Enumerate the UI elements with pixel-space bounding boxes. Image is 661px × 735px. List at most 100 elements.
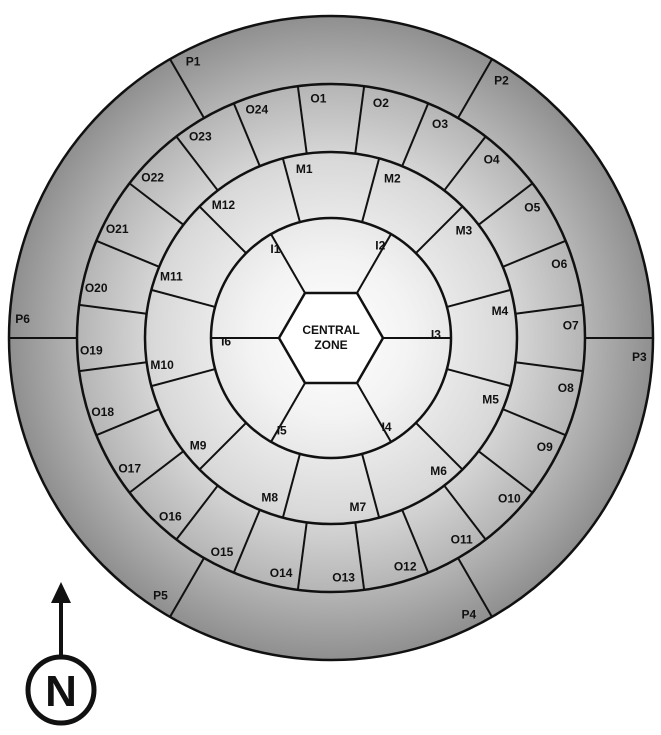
outer-zone-label: O12 <box>394 559 417 573</box>
outer-divider <box>443 135 487 192</box>
outer-zone-label: O1 <box>310 91 326 105</box>
middle-zone-label: M10 <box>150 358 174 372</box>
outer-divider <box>79 361 147 373</box>
inner-divider <box>356 233 392 294</box>
outer-divider <box>502 408 567 437</box>
inner-zone-label: I5 <box>277 424 287 438</box>
compass-letter: N <box>45 667 77 716</box>
outer-zone-label: O23 <box>189 130 212 144</box>
middle-divider <box>198 422 247 471</box>
outer-divider <box>401 509 430 574</box>
outer-zone-label: O8 <box>558 381 574 395</box>
perimeter-zone-label: P6 <box>15 312 30 326</box>
outer-zone-label: O7 <box>563 318 579 332</box>
middle-divider <box>281 158 301 223</box>
middle-divider <box>151 288 216 308</box>
outer-divider <box>443 484 487 541</box>
outer-zone-label: O22 <box>141 170 164 184</box>
inner-divider <box>270 233 306 294</box>
outer-divider <box>232 509 261 574</box>
central-zone-label-line2: ZONE <box>314 338 347 352</box>
middle-divider <box>281 453 301 518</box>
compass-circle <box>25 654 97 726</box>
outer-zone-label: O18 <box>91 405 114 419</box>
outer-divider <box>232 102 261 167</box>
inner-zone-label: I1 <box>270 242 280 256</box>
perimeter-zone-label: P4 <box>462 608 477 622</box>
outer-zone-label: O16 <box>159 509 182 523</box>
middle-zone-label: M11 <box>160 270 183 284</box>
outer-divider <box>175 135 219 192</box>
middle-zone-label: M8 <box>261 491 278 505</box>
outer-divider <box>477 182 534 226</box>
outer-zone-label: O11 <box>451 532 473 546</box>
inner-zone-label: I4 <box>382 420 392 434</box>
north-compass: N <box>25 582 97 726</box>
outer-zone-label: O10 <box>498 492 521 506</box>
outer-divider <box>95 408 160 437</box>
middle-zone-label: M2 <box>384 171 401 185</box>
middle-divider <box>446 368 511 388</box>
perimeter-divider <box>169 557 205 618</box>
outer-divider <box>354 522 366 590</box>
outer-zone-label: O13 <box>332 571 355 585</box>
inner-divider <box>270 382 306 443</box>
outer-zone-label: O6 <box>551 257 567 271</box>
outer-divider <box>401 102 430 167</box>
outer-zone-label: O20 <box>85 281 108 295</box>
north-arrow-head <box>51 582 71 603</box>
middle-divider <box>361 158 381 223</box>
central-zone-label-line1: CENTRAL <box>302 323 359 337</box>
perimeter-zone-label: P2 <box>494 73 509 87</box>
inner-divider <box>356 382 392 443</box>
middle-zone-label: M7 <box>349 500 366 514</box>
outer-zone-label: O4 <box>484 153 500 167</box>
inner-zone-label: I2 <box>375 238 385 252</box>
outer-zone-label: O14 <box>270 566 293 580</box>
middle-divider <box>361 453 381 518</box>
middle-divider <box>446 288 511 308</box>
outer-divider <box>354 86 366 154</box>
middle-divider <box>415 205 464 254</box>
middle-divider <box>198 205 247 254</box>
middle-zone-label: M12 <box>212 198 236 212</box>
outer-zone-label: O21 <box>106 222 129 236</box>
outer-divider <box>515 303 583 315</box>
outer-divider <box>502 239 567 268</box>
perimeter-zone-label: P3 <box>632 350 647 364</box>
outer-divider <box>79 303 147 315</box>
outer-divider <box>128 450 185 494</box>
inner-zone-label: I3 <box>431 327 441 341</box>
middle-divider <box>415 422 464 471</box>
middle-zone-label: M1 <box>296 162 313 176</box>
central-zone-label: CENTRAL ZONE <box>302 323 359 352</box>
outer-divider <box>477 450 534 494</box>
outer-zone-label: O3 <box>432 117 448 131</box>
middle-zone-label: M5 <box>482 392 499 406</box>
zone-dividers <box>9 58 653 618</box>
outer-zone-label: O2 <box>373 96 389 110</box>
outer-zone-label: O17 <box>118 462 141 476</box>
perimeter-zone-label: P1 <box>186 55 201 69</box>
outer-zone-label: O24 <box>245 103 268 117</box>
middle-zone-label: M6 <box>430 464 447 478</box>
outer-zone-label: O19 <box>80 344 103 358</box>
perimeter-zone-label: P5 <box>153 589 168 603</box>
outer-zone-label: O5 <box>524 200 540 214</box>
perimeter-divider <box>457 557 493 618</box>
inner-zone-label: I6 <box>221 335 231 349</box>
outer-divider <box>296 522 308 590</box>
outer-divider <box>515 361 583 373</box>
outer-divider <box>175 484 219 541</box>
middle-divider <box>151 368 216 388</box>
perimeter-divider <box>457 58 493 119</box>
outer-divider <box>296 86 308 154</box>
middle-zone-label: M4 <box>492 304 509 318</box>
central-zone-hexagon <box>277 291 385 385</box>
outer-zone-label: O15 <box>211 545 234 559</box>
outer-divider <box>128 182 185 226</box>
outer-divider <box>95 239 160 268</box>
middle-zone-label: M3 <box>456 223 473 237</box>
